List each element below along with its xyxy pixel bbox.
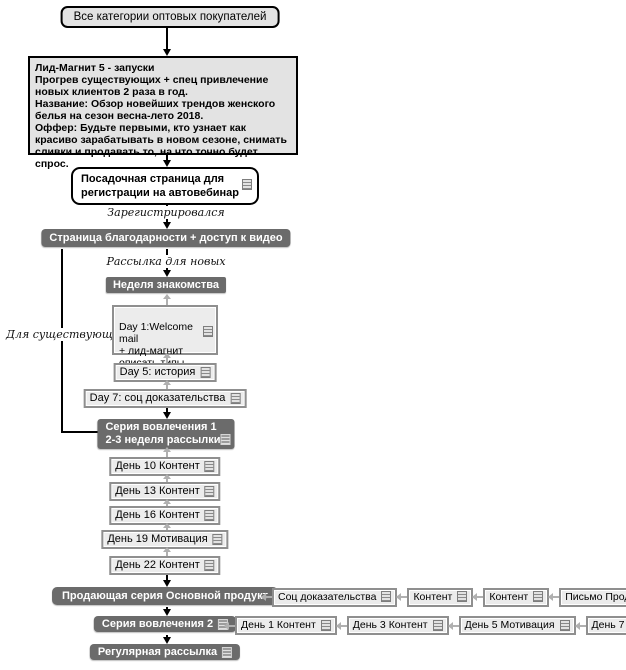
- note-icon[interactable]: [381, 591, 392, 603]
- note-icon[interactable]: [203, 326, 213, 337]
- node-day19[interactable]: День 19 Мотивация: [101, 530, 229, 549]
- note-icon[interactable]: [204, 509, 215, 521]
- note-icon[interactable]: [432, 619, 443, 631]
- flow-arrow: [163, 155, 171, 167]
- node-engagement-series-1[interactable]: Серия вовлечения 1 2-3 неделя рассылки: [97, 419, 235, 449]
- node-intro-week[interactable]: Неделя знакомства: [105, 277, 227, 293]
- series2-chain: День 1 Контент День 3 Контент День 5 Мот…: [224, 616, 626, 635]
- chain-node-day3[interactable]: День 3 Контент: [346, 616, 449, 635]
- chain-connector: [261, 593, 272, 601]
- regular-label: Регулярная рассылка: [97, 646, 218, 658]
- chain-connector: [472, 593, 484, 601]
- chain-node-label: День 5 Мотивация: [464, 619, 555, 631]
- note-icon[interactable]: [242, 179, 253, 190]
- note-icon[interactable]: [212, 533, 223, 545]
- node-regular-newsletter[interactable]: Регулярная рассылка: [89, 644, 241, 660]
- note-icon[interactable]: [230, 392, 241, 404]
- chain-node-sales-letter[interactable]: Письмо Продажа: [559, 587, 626, 607]
- day5-label: Day 5: история: [119, 366, 196, 378]
- chain-node-label: Контент: [413, 590, 453, 603]
- lead-magnet-line: Оффер: Будьте первыми, кто узнает как кр…: [35, 122, 287, 170]
- selling-chain: Соц доказательства Контент Контент Письм…: [261, 587, 626, 607]
- note-icon[interactable]: [204, 460, 215, 472]
- chain-node-day5[interactable]: День 5 Мотивация: [458, 616, 576, 635]
- note-icon[interactable]: [559, 619, 570, 631]
- subtopic-connector: [163, 499, 171, 506]
- chain-node-label: Письмо Продажа: [565, 590, 626, 603]
- chain-node-label: Контент: [489, 590, 529, 603]
- note-icon[interactable]: [222, 646, 233, 658]
- node-landing-page[interactable]: Посадочная страница для регистрации на а…: [70, 167, 260, 205]
- day7-label: Day 7: соц доказательства: [89, 392, 226, 404]
- node-selling-series[interactable]: Продающая серия Основной продукт: [52, 587, 278, 605]
- chain-connector: [574, 621, 586, 630]
- chain-node-label: День 7 Контент: [591, 619, 626, 631]
- chain-node-day1[interactable]: День 1 Контент: [235, 616, 337, 635]
- chain-connector: [447, 621, 459, 630]
- day-label: День 13 Контент: [115, 485, 200, 497]
- day-label: День 22 Контент: [115, 559, 200, 571]
- chain-node-day7[interactable]: День 7 Контент: [585, 616, 626, 635]
- flow-arrow: [163, 28, 171, 56]
- lead-magnet-line: Лид-Магнит 5 - запуски: [35, 62, 155, 74]
- day-label: День 19 Мотивация: [107, 533, 208, 545]
- subtopic-connector: [163, 523, 171, 530]
- branch-line-existing: [61, 431, 99, 433]
- note-icon[interactable]: [204, 559, 215, 571]
- flow-arrow: [163, 408, 171, 419]
- flow-arrow: [163, 607, 171, 616]
- chain-node-content[interactable]: Контент: [483, 587, 550, 607]
- series1-line2: 2-3 неделя рассылки: [105, 434, 221, 446]
- node-thank-you-page[interactable]: Страница благодарности + доступ к видео: [41, 229, 291, 247]
- subtopic-connector: [163, 547, 171, 556]
- series2-label: Серия вовлечения 2: [101, 618, 214, 630]
- chain-connector: [224, 621, 235, 630]
- series1-line1: Серия вовлечения 1: [105, 421, 217, 433]
- note-icon[interactable]: [320, 619, 331, 631]
- landing-page-label: Посадочная страница для регистрации на а…: [80, 173, 240, 199]
- node-engagement-series-2[interactable]: Серия вовлечения 2: [93, 616, 237, 632]
- lead-magnet-line: Прогрев существующих + спец привлечение …: [35, 74, 269, 98]
- chain-node-label: День 3 Контент: [352, 619, 428, 631]
- note-icon[interactable]: [204, 485, 215, 497]
- edge-label-existing: Для существующих: [3, 328, 130, 341]
- subtopic-connector: [163, 294, 171, 305]
- node-day22[interactable]: День 22 Контент: [109, 556, 221, 575]
- subtopic-connector: [163, 353, 171, 363]
- chain-node-label: Соц доказательства: [278, 590, 377, 603]
- node-day1-welcome[interactable]: Day 1:Welcome mail + лид-магнит описать …: [112, 305, 218, 381]
- node-day7[interactable]: Day 7: соц доказательства: [83, 389, 247, 408]
- chain-node-content[interactable]: Контент: [407, 587, 474, 607]
- node-all-categories[interactable]: Все категории оптовых покупателей: [60, 6, 280, 28]
- branch-line-existing: [61, 249, 63, 433]
- lead-magnet-line: Название: Обзор новейших трендов женског…: [35, 98, 276, 122]
- subtopic-connector: [163, 474, 171, 482]
- day-label: День 16 Контент: [115, 509, 200, 521]
- chain-connector: [548, 593, 560, 601]
- chain-connector: [396, 593, 408, 601]
- chain-connector: [335, 621, 347, 630]
- chain-node-soc-proof[interactable]: Соц доказательства: [272, 587, 398, 607]
- day-label: День 10 Контент: [115, 460, 200, 472]
- note-icon[interactable]: [200, 366, 211, 378]
- node-lead-magnet[interactable]: Лид-Магнит 5 - запуски Прогрев существую…: [28, 56, 298, 170]
- note-icon[interactable]: [220, 434, 231, 445]
- subtopic-connector: [163, 447, 171, 457]
- flow-arrow: [163, 635, 171, 644]
- flow-arrow: [163, 575, 171, 587]
- node-day13[interactable]: День 13 Контент: [109, 482, 221, 501]
- subtopic-connector: [163, 380, 171, 389]
- node-day10[interactable]: День 10 Контент: [109, 457, 221, 476]
- note-icon[interactable]: [533, 591, 544, 603]
- edge-label-registered: Зарегистрировался: [104, 206, 228, 219]
- edge-label-newsletter: Рассылка для новых: [103, 255, 229, 268]
- chain-node-label: День 1 Контент: [241, 619, 316, 631]
- note-icon[interactable]: [457, 591, 468, 603]
